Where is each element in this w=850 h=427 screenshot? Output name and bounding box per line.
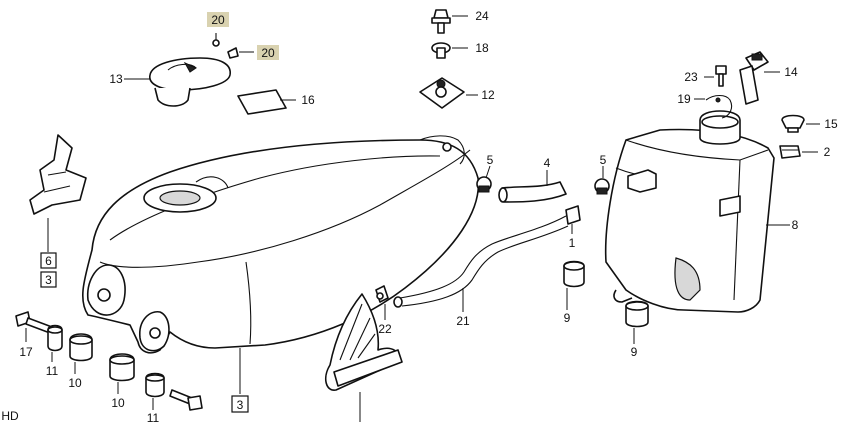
callout-20-right: 20	[261, 46, 275, 60]
callout-12: 12	[481, 88, 495, 102]
clamp-5-right	[594, 166, 610, 195]
callout-3: 3	[237, 398, 244, 412]
callout-8: 8	[792, 218, 799, 232]
collar-11-center	[145, 372, 165, 410]
callouts: 20 20 13 16 24 18 12 5 4 5 1 23 14 19 15…	[1, 9, 838, 425]
bolt-24	[431, 9, 468, 34]
callout-19: 19	[677, 92, 691, 106]
callout-16: 16	[301, 93, 315, 107]
joint-1	[565, 205, 581, 234]
fuel-tank	[82, 135, 480, 354]
wing-emblem	[324, 293, 403, 422]
pin-20	[207, 12, 279, 60]
clip-22	[375, 285, 389, 320]
bolt-23	[704, 65, 727, 87]
callout-11-left: 11	[46, 364, 59, 378]
level-sender-14	[739, 51, 780, 105]
callout-15: 15	[824, 117, 838, 131]
rubber-9-lower	[625, 300, 649, 344]
callout-22: 22	[378, 322, 392, 336]
callout-14: 14	[784, 65, 798, 79]
callout-21: 21	[456, 314, 470, 328]
callout-10-center: 10	[111, 396, 125, 410]
callout-18: 18	[475, 41, 489, 55]
callout-9-lower: 9	[631, 345, 638, 359]
washer-18	[431, 42, 468, 59]
breather-hose-4	[498, 170, 567, 203]
bolt-center	[169, 389, 203, 411]
filler-cap	[124, 57, 231, 107]
tank-wing-decal	[29, 134, 87, 252]
callout-10-left: 10	[68, 376, 82, 390]
callout-24: 24	[475, 9, 489, 23]
clamp-19	[694, 94, 733, 119]
boxed-callout-3: 3	[231, 395, 249, 413]
callout-23: 23	[684, 70, 698, 84]
callout-17: 17	[19, 345, 33, 359]
callout-2: 2	[824, 145, 831, 159]
boxed-callout-6: 6	[40, 252, 57, 269]
callout-1: 1	[569, 236, 576, 250]
callout-3-left: 3	[45, 273, 52, 287]
mount-rubber-12	[419, 77, 478, 109]
callout-9-upper: 9	[564, 311, 571, 325]
callout-11-center: 11	[147, 411, 160, 422]
callout-20-top: 20	[211, 13, 225, 27]
drain-hose-21	[393, 215, 569, 312]
boxed-callout-3-left: 3	[40, 271, 57, 288]
callout-6: 6	[45, 254, 52, 268]
cap-2	[779, 145, 818, 159]
callout-4: 4	[544, 156, 551, 170]
collar-11-left	[47, 324, 63, 362]
callout-5-left: 5	[487, 153, 494, 167]
clamp-5-left	[476, 165, 492, 193]
reservoir-tank	[604, 110, 790, 313]
rubber-10-center	[109, 353, 135, 394]
callout-5-right: 5	[600, 153, 607, 167]
edge-text: HD	[1, 409, 19, 422]
bolt-15	[781, 114, 820, 133]
decal-strip	[237, 89, 296, 115]
rubber-9-upper	[563, 260, 585, 310]
rubber-10-left	[69, 333, 93, 374]
callout-13: 13	[109, 72, 123, 86]
